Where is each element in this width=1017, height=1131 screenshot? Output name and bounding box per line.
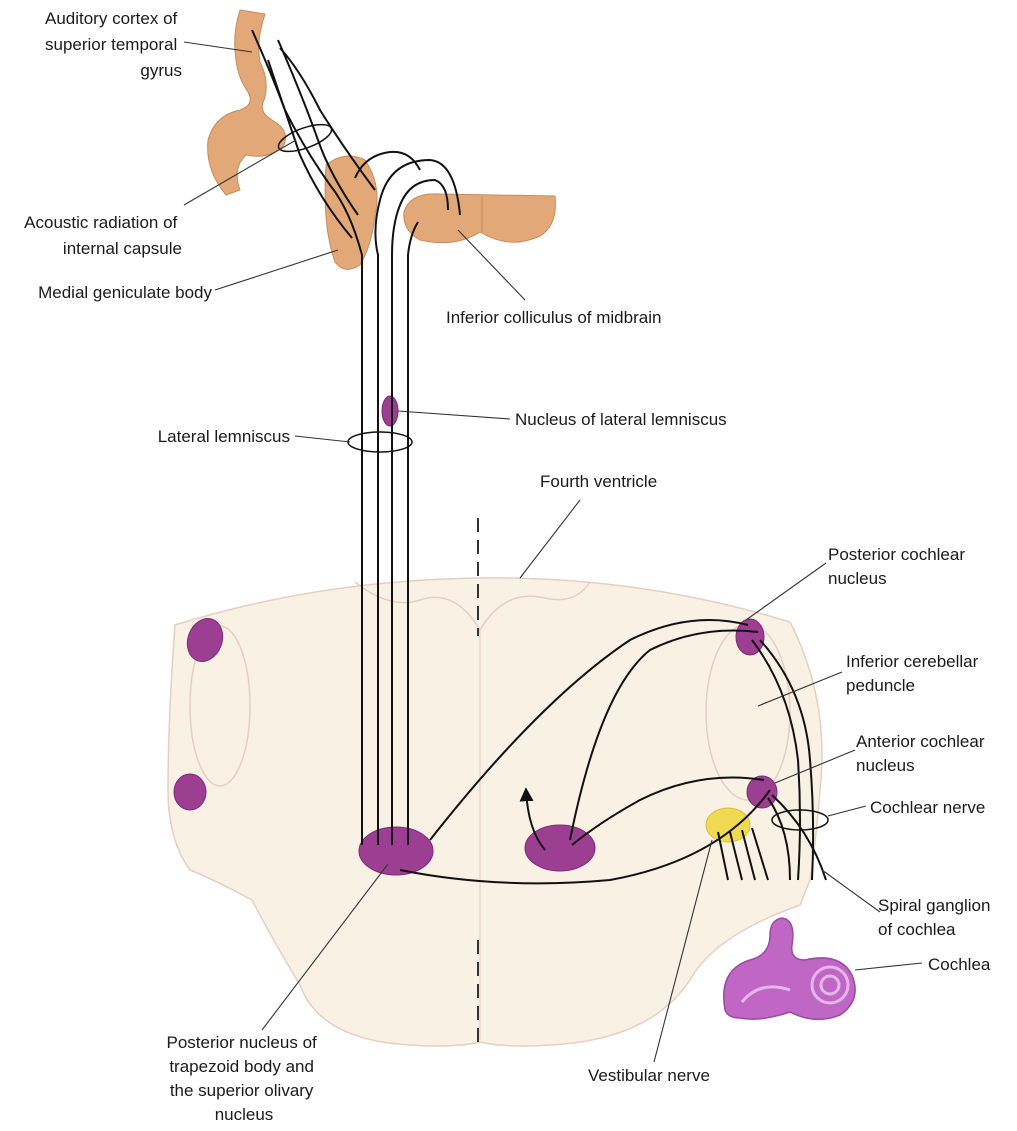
inferior-colliculus-shape bbox=[403, 193, 556, 244]
cochlea-shape bbox=[723, 917, 856, 1021]
label-cochlea: Cochlea bbox=[928, 955, 991, 974]
label-acoustic-radiation: Acoustic radiation of internal capsule bbox=[24, 213, 182, 258]
label-anterior-cochlear-nucleus: Anterior cochlear nucleus bbox=[856, 732, 989, 775]
label-inferior-colliculus: Inferior colliculus of midbrain bbox=[446, 308, 661, 327]
posterior-nucleus-trapezoid-superior-olivary bbox=[358, 826, 434, 876]
leader-lines bbox=[183, 41, 923, 1063]
left-posterior-cochlear-nucleus bbox=[186, 618, 224, 662]
lateral-lemniscus-ring bbox=[347, 431, 413, 453]
label-auditory-cortex: Auditory cortex of superior temporal gyr… bbox=[45, 9, 182, 80]
labels: Auditory cortex of superior temporal gyr… bbox=[24, 9, 995, 1124]
label-trapezoid-olivary: Posterior nucleus of trapezoid body and … bbox=[167, 1033, 322, 1124]
vestibular-nucleus-area bbox=[705, 807, 751, 843]
acoustic-radiation-ring bbox=[277, 123, 333, 153]
cochlear-nerve-ring bbox=[771, 809, 829, 831]
label-nucleus-lateral-lemniscus: Nucleus of lateral lemniscus bbox=[515, 410, 727, 429]
auditory-cortex-shape bbox=[207, 9, 286, 196]
left-anterior-cochlear-nucleus bbox=[173, 773, 207, 811]
label-medial-geniculate: Medial geniculate body bbox=[38, 283, 212, 302]
brainstem-section bbox=[167, 577, 823, 1047]
label-lateral-lemniscus: Lateral lemniscus bbox=[158, 427, 290, 446]
right-trapezoid-olivary-nucleus bbox=[524, 824, 596, 872]
label-cochlear-nerve: Cochlear nerve bbox=[870, 798, 985, 817]
label-spiral-ganglion: Spiral ganglion of cochlea bbox=[878, 896, 995, 939]
label-fourth-ventricle: Fourth ventricle bbox=[540, 472, 657, 491]
label-inferior-cerebellar-peduncle: Inferior cerebellar peduncle bbox=[846, 652, 983, 695]
label-posterior-cochlear-nucleus: Posterior cochlear nucleus bbox=[828, 545, 970, 588]
label-vestibular-nerve: Vestibular nerve bbox=[588, 1066, 710, 1085]
nucleus-of-lateral-lemniscus bbox=[381, 395, 399, 427]
